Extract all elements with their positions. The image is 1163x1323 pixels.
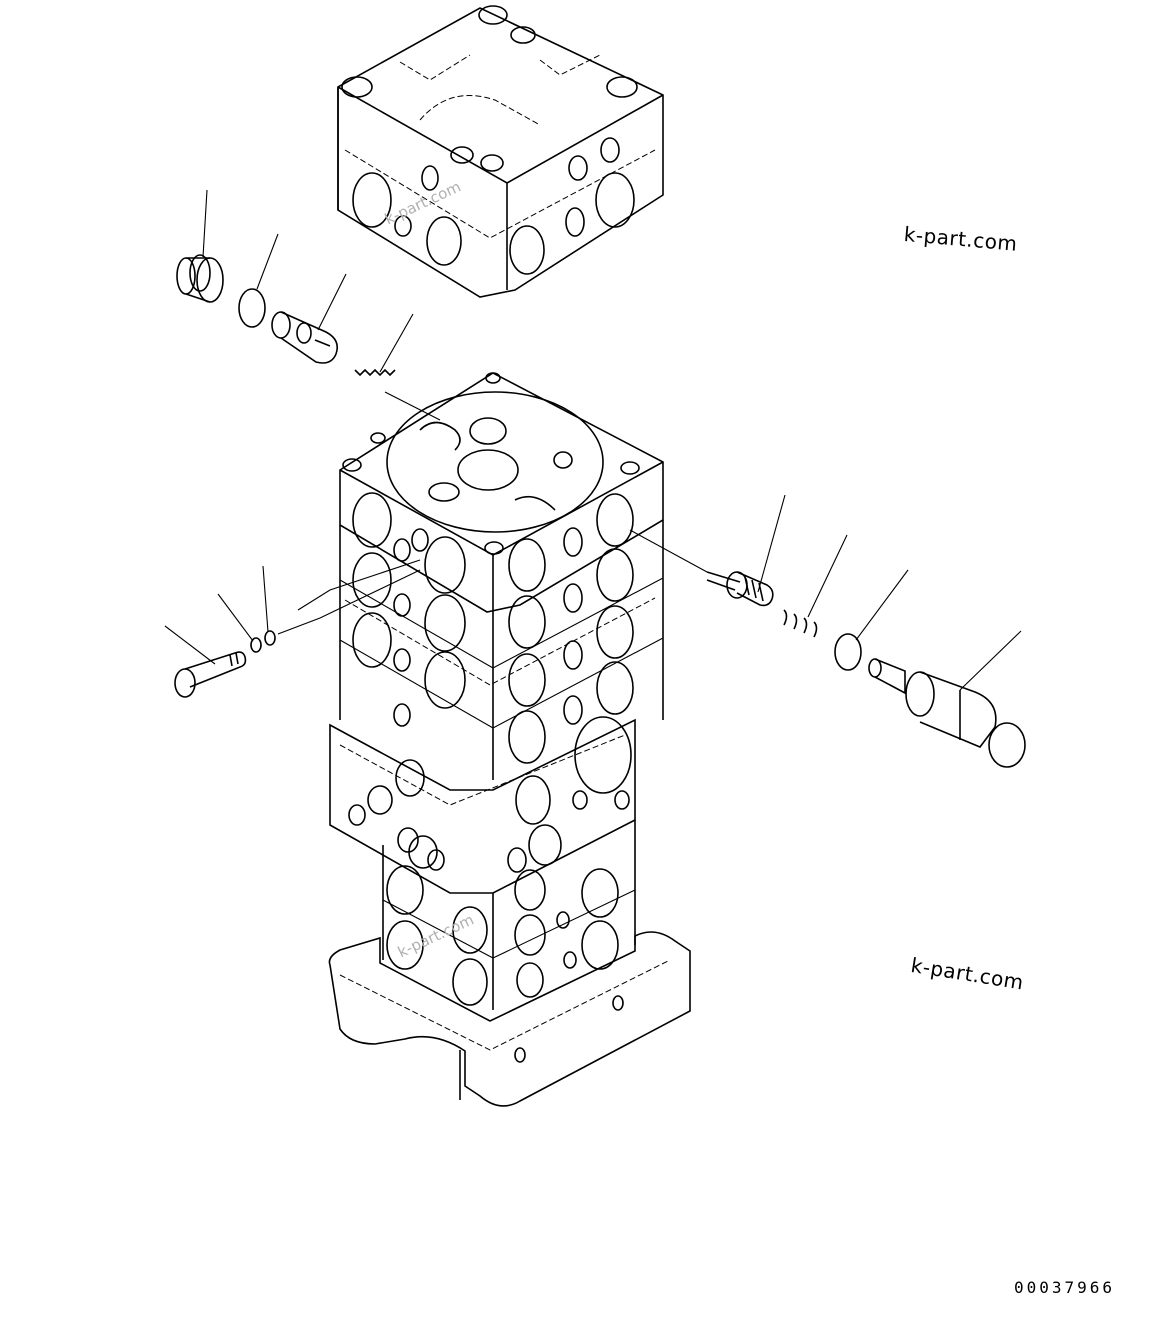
leader-line [807, 534, 848, 618]
leader-line [959, 630, 1022, 691]
spring-right [783, 609, 818, 638]
leader-line [262, 565, 269, 633]
leader-line [317, 273, 347, 331]
o-ring-small-1 [250, 637, 262, 653]
leader-line [757, 494, 786, 593]
leader-line [256, 233, 279, 290]
lower-valve-sections [329, 716, 636, 1010]
leader-line [855, 569, 909, 641]
o-ring-small-2 [264, 630, 276, 646]
leader-line [202, 189, 208, 258]
relief-valve [868, 658, 1026, 768]
spring-upper [354, 368, 396, 377]
leader-line [164, 625, 216, 665]
leader-line [217, 593, 254, 642]
main-valve-stack [339, 372, 664, 780]
leader-line [629, 529, 708, 573]
o-ring-right [834, 633, 862, 671]
plug [176, 254, 224, 303]
valve-spool [706, 571, 774, 607]
leader-line [379, 313, 414, 373]
bolt [174, 651, 247, 698]
leader-line [384, 391, 441, 421]
o-ring-upper [238, 288, 266, 328]
drawing-number: 00037966 [1013, 1278, 1115, 1297]
leader-line [277, 569, 421, 635]
top-cap-block [337, 5, 664, 298]
base-plate [328, 931, 691, 1107]
leader-line [297, 559, 421, 611]
valve-poppet [271, 311, 339, 364]
